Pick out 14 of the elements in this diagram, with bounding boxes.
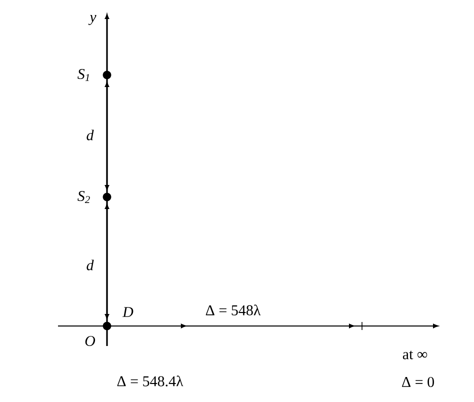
point: S$_{1}$: [78, 68, 112, 82]
point: S$_{2}$: [78, 190, 112, 204]
value-label: at ∞: [402, 350, 428, 360]
value-label: Δ = 0: [402, 376, 434, 388]
node-label: S$_{1}$: [78, 68, 89, 82]
axis-label: y: [88, 14, 96, 26]
value-label: Δ = 548λ: [206, 304, 261, 316]
point-label: D: [122, 307, 134, 317]
value-label: Δ = 548.4λ: [117, 376, 184, 386]
dimension-label: d: [86, 260, 94, 270]
node-label: O: [85, 336, 96, 346]
dimension-label: d: [86, 130, 94, 140]
point: O: [85, 322, 112, 346]
node-label: S$_{2}$: [78, 190, 90, 204]
